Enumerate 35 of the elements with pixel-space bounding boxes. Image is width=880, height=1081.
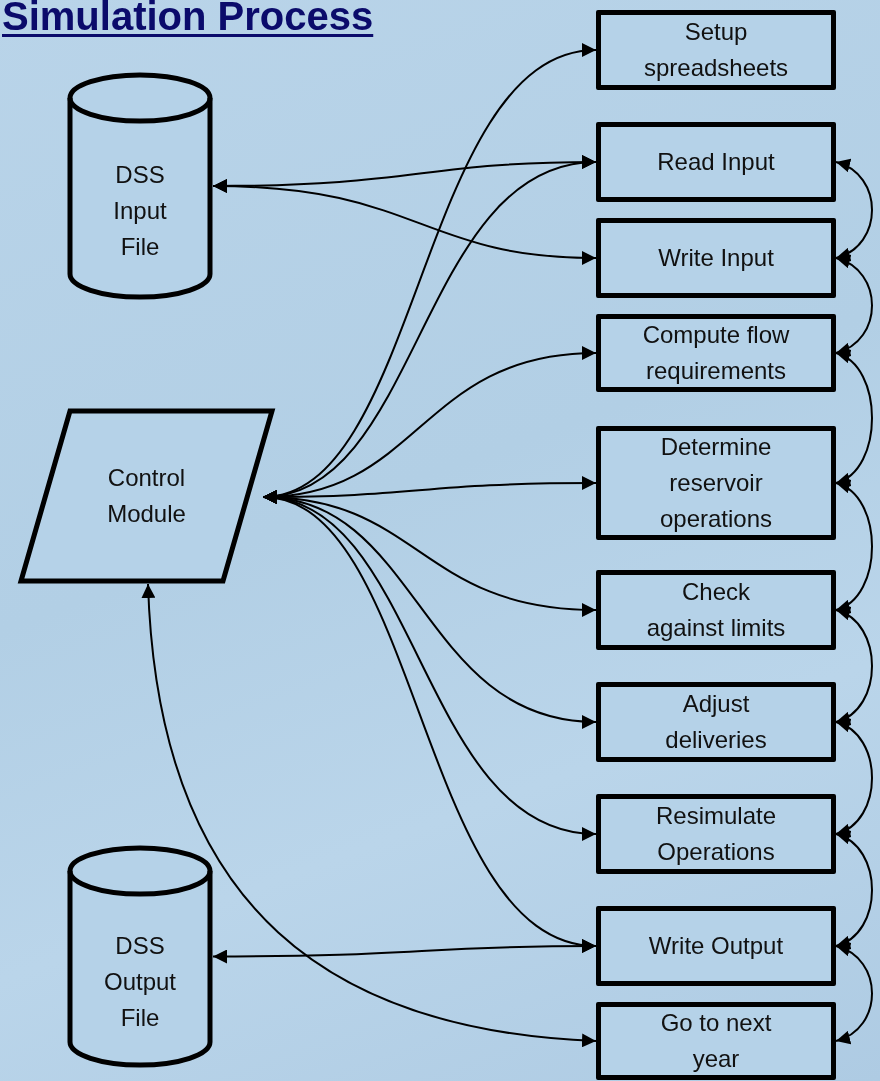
curved-arrow [835,256,873,355]
node-label: DSS Input File [112,160,168,262]
process-box [596,794,836,874]
node-label: Write Output [647,931,785,961]
process-box [596,682,836,762]
curved-arrow [835,482,873,611]
curved-arrow [212,179,597,265]
process-box [596,314,836,392]
process-box [596,1002,836,1080]
node-label: Go to next year [659,1008,773,1074]
curved-arrow [835,944,873,1043]
process-box [596,122,836,202]
process-box [596,906,836,986]
node-label: DSS Output File [102,930,177,1033]
process-box [596,10,836,90]
node-label: Adjust deliveries [664,689,768,755]
curved-arrow [142,583,597,1047]
node-label: Check against limits [645,577,787,643]
curved-arrow [835,352,873,484]
node-label: Setup spreadsheets [642,17,790,83]
curved-arrow [835,720,873,836]
curved-arrow [835,160,873,260]
process-box [596,218,836,298]
curved-arrow [835,832,873,948]
node-label: Control Module [106,463,187,529]
process-box [596,426,836,540]
title: Simulation Process [2,0,374,39]
node-label: Compute flow requirements [641,320,791,386]
node-label: Determine reservoir operations [658,432,774,534]
curved-arrow [212,939,597,964]
node-label: Resimulate Operations [654,801,777,867]
process-box [596,570,836,650]
curved-arrow [835,608,873,724]
node-label: Read Input [656,147,776,177]
node-label: Write Input [657,243,775,273]
